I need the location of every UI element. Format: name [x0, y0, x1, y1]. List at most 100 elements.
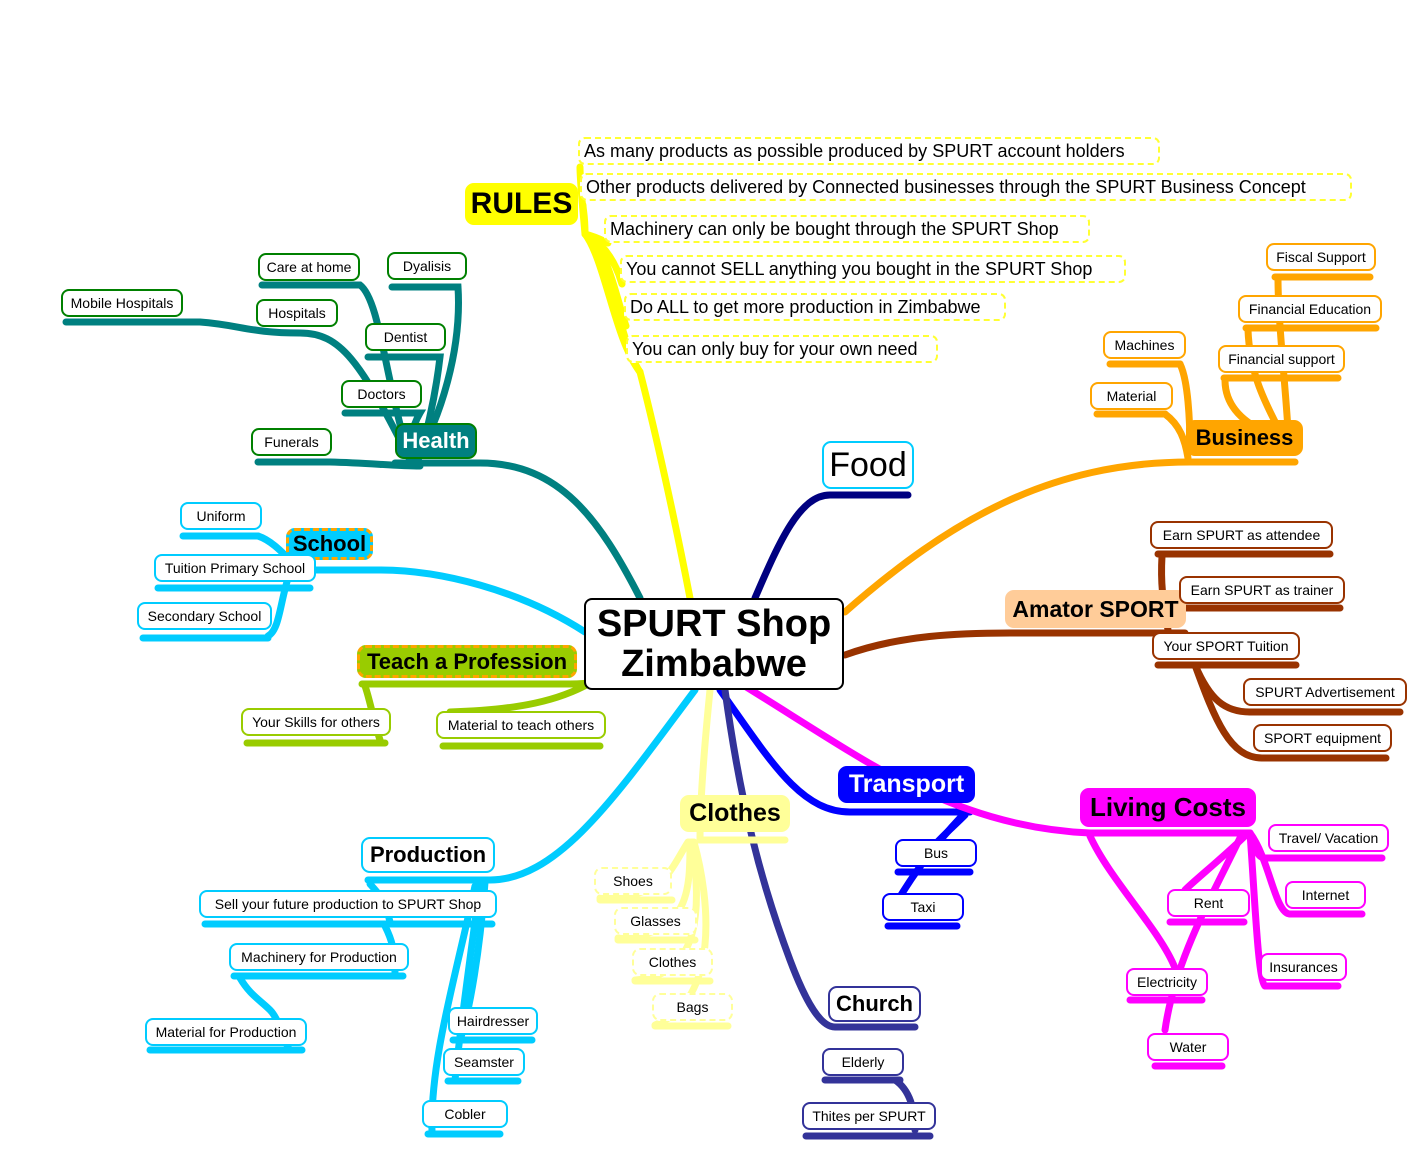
transport-node[interactable]: Transport	[838, 766, 975, 803]
sport-item[interactable]: SPORT equipment	[1253, 724, 1392, 752]
production-node[interactable]: Production	[361, 837, 495, 873]
living-item[interactable]: Water	[1147, 1033, 1229, 1061]
clothes-item[interactable]: Bags	[652, 993, 733, 1021]
rules-node[interactable]: RULES	[465, 183, 578, 225]
school-item[interactable]: Tuition Primary School	[154, 554, 316, 582]
sport-item[interactable]: Earn SPURT as attendee	[1150, 521, 1333, 549]
living-item[interactable]: Internet	[1285, 881, 1366, 909]
node-label: Business	[1195, 425, 1294, 450]
health-item[interactable]: Hospitals	[256, 299, 338, 327]
living-item[interactable]: Travel/ Vacation	[1268, 824, 1389, 852]
sport-item[interactable]: Your SPORT Tuition	[1152, 632, 1300, 660]
node-label: Shoes	[613, 873, 653, 889]
node-label: Bags	[676, 999, 709, 1015]
transport-item[interactable]: Taxi	[882, 893, 964, 921]
node-label: Dyalisis	[402, 258, 452, 274]
health-item[interactable]: Doctors	[341, 380, 422, 408]
business-item[interactable]: Machines	[1103, 331, 1186, 359]
node-label: Machinery for Production	[241, 949, 397, 965]
business-item[interactable]: Material	[1090, 382, 1173, 410]
node-label: Taxi	[910, 899, 936, 915]
node-label: Sell your future production to SPURT Sho…	[214, 896, 482, 912]
business-item[interactable]: Financial Education	[1238, 295, 1382, 323]
health-item[interactable]: Dentist	[365, 323, 446, 351]
node-label: SPORT equipment	[1264, 730, 1381, 746]
node-label: RULES	[470, 187, 573, 220]
business-item[interactable]: Financial support	[1218, 345, 1345, 373]
node-label: Material for Production	[155, 1024, 297, 1040]
rule-item[interactable]: You can only buy for your own need	[626, 335, 938, 363]
teach-profession-node[interactable]: Teach a Profession	[357, 645, 577, 678]
node-label: Internet	[1301, 887, 1350, 903]
church-node[interactable]: Church	[828, 986, 921, 1022]
school-item[interactable]: Secondary School	[137, 602, 272, 630]
living-costs-connectors	[731, 676, 1386, 1070]
church-connectors	[721, 686, 934, 1140]
node-label: Thites per SPURT	[812, 1108, 926, 1124]
health-item[interactable]: Mobile Hospitals	[61, 289, 183, 317]
business-node[interactable]: Business	[1186, 420, 1303, 456]
production-item[interactable]: Seamster	[443, 1048, 525, 1076]
rule-item[interactable]: Machinery can only be bought through the…	[604, 215, 1090, 243]
church-item[interactable]: Elderly	[822, 1048, 904, 1076]
node-label: Insurances	[1269, 959, 1338, 975]
node-label: Doctors	[357, 386, 406, 402]
clothes-node[interactable]: Clothes	[680, 795, 790, 832]
node-label: Do ALL to get more production in Zimbabw…	[630, 296, 981, 317]
node-label: Tuition Primary School	[164, 560, 306, 576]
living-costs-node[interactable]: Living Costs	[1080, 788, 1256, 827]
node-label: Dentist	[383, 329, 428, 345]
node-label: Funerals	[264, 434, 319, 450]
rule-item[interactable]: You cannot SELL anything you bought in t…	[620, 255, 1126, 283]
node-label: School	[292, 531, 367, 556]
amator-sport-node[interactable]: Amator SPORT	[1005, 590, 1186, 628]
node-label: Health	[402, 428, 470, 453]
clothes-item[interactable]: Shoes	[594, 867, 672, 895]
health-item[interactable]: Care at home	[258, 253, 360, 281]
clothes-item[interactable]: Clothes	[632, 948, 713, 976]
production-item[interactable]: Hairdresser	[448, 1007, 538, 1035]
node-label: You can only buy for your own need	[632, 338, 918, 359]
node-label: As many products as possible produced by…	[584, 140, 1125, 161]
node-label: Food	[829, 445, 907, 484]
living-item[interactable]: Insurances	[1260, 953, 1347, 981]
node-label: Electricity	[1137, 974, 1197, 990]
node-label: Hairdresser	[456, 1013, 530, 1029]
production-item[interactable]: Cobler	[422, 1100, 508, 1128]
church-item[interactable]: Thites per SPURT	[802, 1102, 936, 1130]
node-label: Machinery can only be bought through the…	[610, 218, 1059, 239]
health-item[interactable]: Funerals	[251, 428, 332, 456]
teach-item[interactable]: Your Skills for others	[241, 708, 391, 736]
school-item[interactable]: Uniform	[180, 502, 262, 530]
business-item[interactable]: Fiscal Support	[1266, 243, 1376, 271]
production-item[interactable]: Sell your future production to SPURT Sho…	[199, 890, 497, 918]
node-label: Financial Education	[1248, 301, 1372, 317]
health-item[interactable]: Dyalisis	[387, 252, 467, 280]
clothes-item[interactable]: Glasses	[614, 907, 697, 935]
node-label: Amator SPORT	[1012, 595, 1179, 622]
rule-item[interactable]: Other products delivered by Connected bu…	[580, 173, 1352, 201]
food-node[interactable]: Food	[822, 441, 914, 489]
node-label: Care at home	[266, 259, 352, 275]
health-node[interactable]: Health	[395, 423, 477, 459]
transport-item[interactable]: Bus	[895, 839, 977, 867]
node-label: SPURT Advertisement	[1255, 684, 1395, 700]
node-label: Water	[1169, 1039, 1207, 1055]
rule-item[interactable]: Do ALL to get more production in Zimbabw…	[624, 293, 1006, 321]
teach-item[interactable]: Material to teach others	[436, 711, 606, 739]
rule-item[interactable]: As many products as possible produced by…	[578, 137, 1160, 165]
node-label: Production	[369, 842, 487, 867]
node-label: Seamster	[454, 1054, 514, 1070]
node-label: Clothes	[689, 799, 781, 827]
sport-item[interactable]: Earn SPURT as trainer	[1179, 576, 1345, 604]
node-label: Bus	[923, 845, 949, 861]
living-item[interactable]: Rent	[1167, 889, 1250, 917]
living-item[interactable]: Electricity	[1126, 968, 1208, 996]
production-item[interactable]: Material for Production	[145, 1018, 307, 1046]
sport-item[interactable]: SPURT Advertisement	[1243, 678, 1407, 706]
node-label: Living Costs	[1089, 792, 1246, 822]
node-label: Secondary School	[147, 608, 262, 624]
node-label: You cannot SELL anything you bought in t…	[626, 258, 1093, 279]
production-item[interactable]: Machinery for Production	[229, 943, 409, 971]
